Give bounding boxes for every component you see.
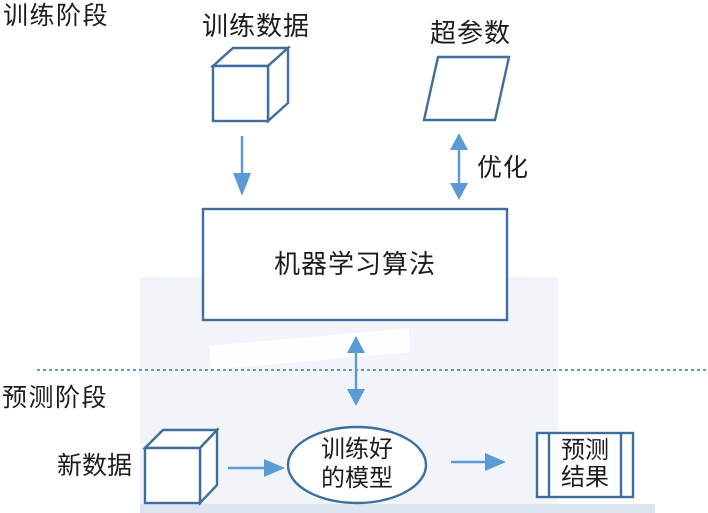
algorithm-model-double-arrow [347, 336, 365, 406]
prediction-result-box [535, 431, 635, 499]
arrow-training-data-to-algorithm [233, 136, 251, 196]
optimize-label: 优化 [477, 153, 530, 182]
training-data-cube-icon [209, 45, 292, 124]
algorithm-box [201, 207, 509, 322]
new-data-cube-icon [142, 426, 220, 507]
trained-model-label: 训练好 的模型 [288, 435, 426, 493]
hyperparameters-label: 超参数 [430, 19, 512, 49]
arrow-model-to-result [451, 453, 506, 471]
optimize-double-arrow [450, 133, 468, 200]
prediction-result-label: 预测 结果 [549, 437, 621, 491]
new-data-label: 新数据 [57, 451, 133, 480]
trained-model-ellipse [286, 425, 428, 505]
trained-model-label-line2: 的模型 [321, 464, 393, 492]
prediction-phase-label: 预测阶段 [2, 383, 109, 412]
arrow-new-data-to-model [228, 459, 285, 477]
page-watermark-band [140, 504, 655, 513]
trained-model-label-line1: 训练好 [321, 435, 393, 463]
training-data-label: 训练数据 [202, 12, 311, 42]
prediction-result-label-line2: 结果 [561, 463, 609, 491]
hyperparameter-parallelogram-icon [422, 55, 511, 122]
algorithm-label: 机器学习算法 [273, 250, 436, 280]
prediction-result-label-line1: 预测 [561, 436, 609, 464]
training-phase-label: 训练阶段 [3, 1, 110, 30]
